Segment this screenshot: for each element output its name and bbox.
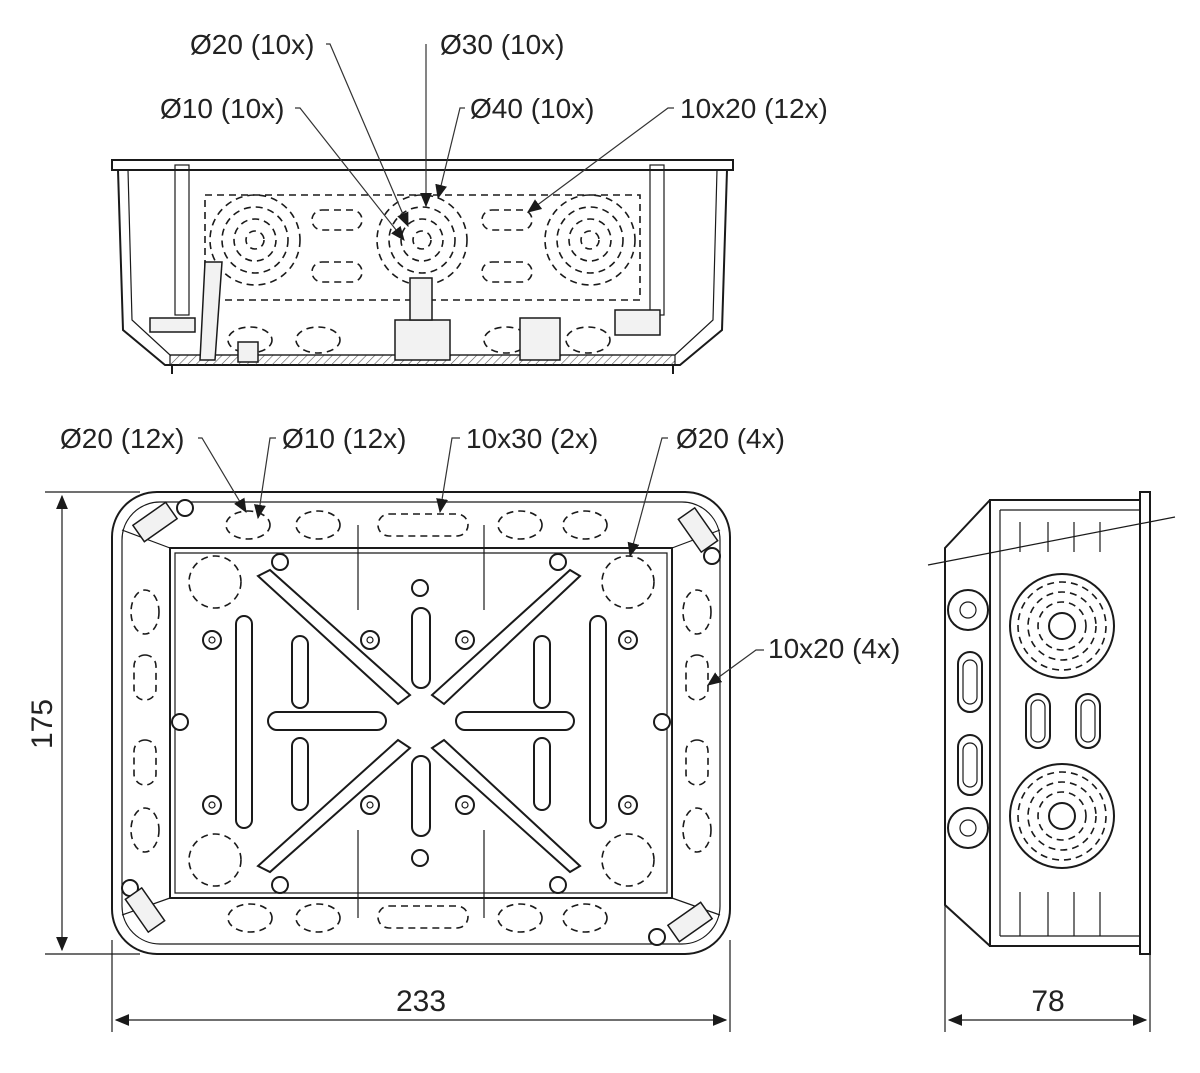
label-slot-10x30-2x: 10x30 (2x) — [466, 423, 598, 454]
label-d10-10x: Ø10 (10x) — [160, 93, 285, 124]
corner-clips — [121, 499, 721, 946]
knockout-right — [544, 194, 636, 286]
label-d30-10x: Ø30 (10x) — [440, 29, 565, 60]
dimension-height: 175 — [26, 699, 59, 749]
side-view: 78 — [927, 491, 1176, 1032]
side-fins — [1019, 522, 1101, 936]
dimension-depth: 78 — [1031, 985, 1064, 1018]
top-view: Ø20 (12x) Ø10 (12x) 10x30 (2x) Ø20 (4x) … — [26, 423, 900, 1032]
label-slot-10x20-4x: 10x20 (4x) — [768, 633, 900, 664]
knockout-center — [376, 194, 468, 286]
front-view: Ø20 (10x) Ø30 (10x) Ø10 (10x) Ø40 (10x) … — [111, 29, 828, 374]
label-d10-12x: Ø10 (12x) — [282, 423, 407, 454]
side-knockout-bottom — [1009, 763, 1115, 869]
screw-bosses — [171, 553, 671, 894]
dimension-width: 233 — [396, 985, 446, 1018]
label-d20-10x: Ø20 (10x) — [190, 29, 315, 60]
knockout-left — [209, 194, 301, 286]
label-d40-10x: Ø40 (10x) — [470, 93, 595, 124]
label-d20-12x: Ø20 (12x) — [60, 423, 185, 454]
label-d20-4x: Ø20 (4x) — [676, 423, 785, 454]
label-slot-10x20-12x: 10x20 (12x) — [680, 93, 828, 124]
floor-ribs — [235, 525, 607, 918]
side-knockout-top — [1009, 573, 1115, 679]
